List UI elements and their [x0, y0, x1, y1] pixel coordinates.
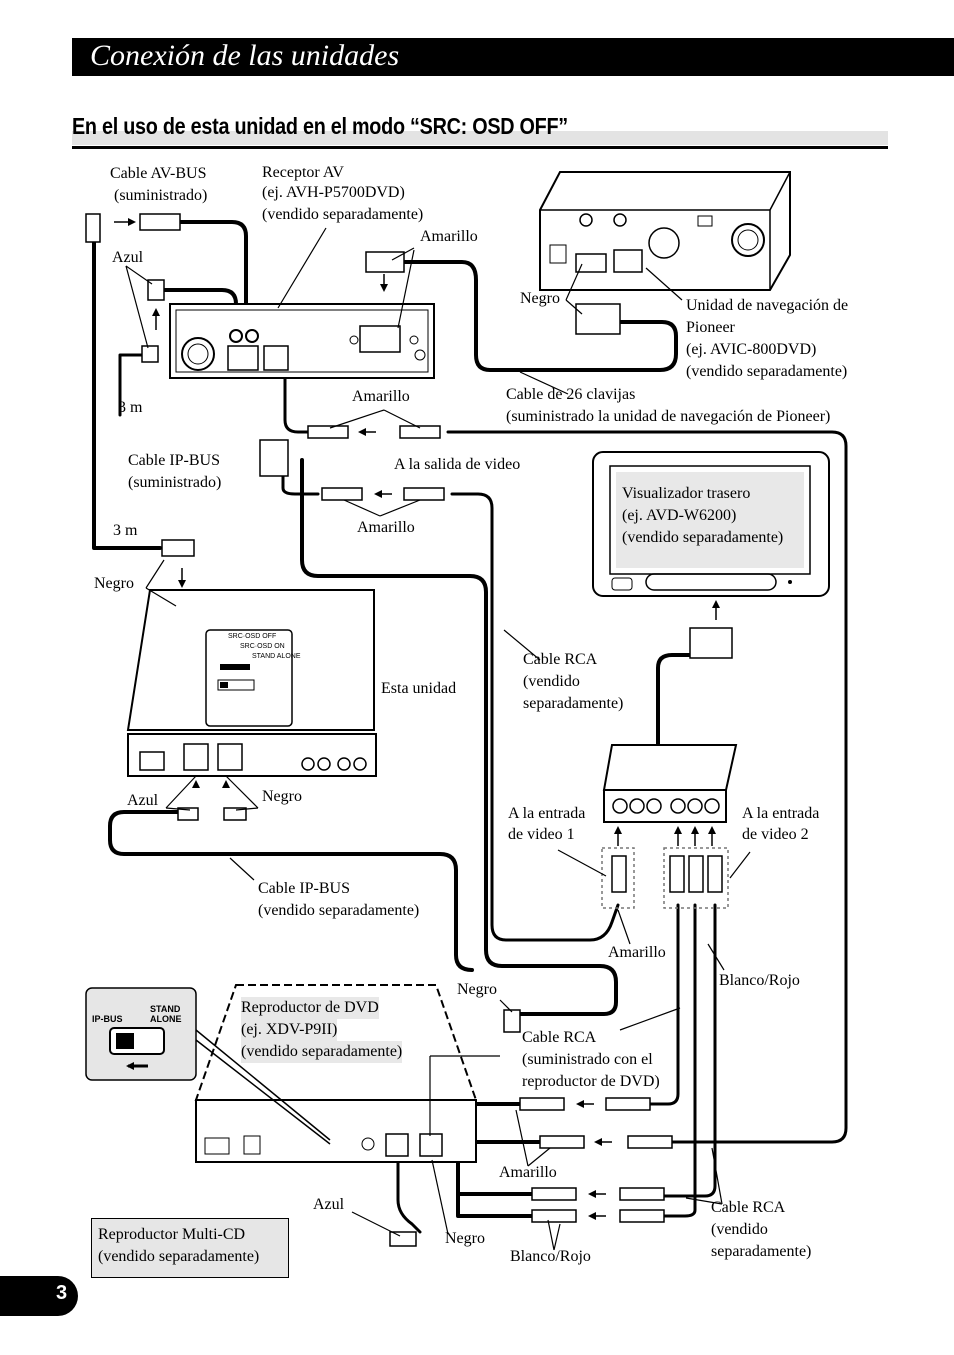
- label-amarillo-2: Amarillo: [352, 388, 410, 405]
- rca-cable-sep: [450, 492, 620, 942]
- cable-26-pin: [403, 260, 678, 372]
- esta-unidad-unit: [126, 589, 377, 777]
- label-nav-unit-2: Pioneer: [686, 319, 735, 336]
- video-selector-box: [602, 744, 738, 823]
- label-negro-1: Negro: [520, 290, 560, 307]
- label-dvd-1: Reproductor de DVD: [241, 997, 379, 1019]
- label-rca-dvd-1: Cable RCA: [522, 1029, 597, 1046]
- label-amarillo-3: Amarillo: [357, 519, 415, 536]
- label-unit-src-on: SRC·OSD ON: [240, 643, 285, 650]
- ipbus-cable-sold-separately: [108, 810, 474, 972]
- label-nav-unit-1: Unidad de navegación de: [686, 297, 849, 314]
- label-dvd-2: (ej. XDV-P9II): [241, 1019, 338, 1041]
- label-nav-unit-3: (ej. AVIC-800DVD): [686, 341, 817, 358]
- page-number-badge: 3: [0, 1276, 78, 1316]
- page-number: 3: [56, 1282, 68, 1304]
- label-negro-4: Negro: [457, 981, 497, 998]
- label-cable26-1: Cable de 26 clavijas: [506, 386, 636, 403]
- label-ipbus-sep-2: (vendido separadamente): [258, 902, 420, 919]
- header-bar: [72, 38, 954, 76]
- label-cable26-2: (suministrado la unidad de navegación de…: [506, 408, 831, 425]
- section-rule: [72, 146, 888, 149]
- label-receptor-av: Receptor AV: [262, 164, 344, 181]
- label-3m-2: 3 m: [113, 522, 138, 539]
- label-rca-sep-2: (vendido: [711, 1221, 768, 1238]
- label-azul-1: Azul: [112, 249, 144, 266]
- multi-cd-box: [91, 1218, 289, 1278]
- label-azul-3: Azul: [313, 1196, 345, 1213]
- label-rear-display-2: (ej. AVD-W6200): [622, 505, 737, 527]
- dvd-switch-callout: [85, 987, 331, 1145]
- label-entrada1-1: A la entrada: [508, 805, 586, 822]
- label-amarillo-4: Amarillo: [608, 944, 666, 961]
- label-negro-2: Negro: [94, 575, 134, 592]
- label-switch-stand: STAND: [150, 1004, 181, 1014]
- label-unit-src-off: SRC·OSD OFF: [228, 633, 277, 640]
- label-negro-5: Negro: [445, 1230, 485, 1247]
- label-rca-3: separadamente): [523, 695, 624, 712]
- label-rca-dvd-2: (suministrado con el: [522, 1051, 653, 1068]
- label-blanco-rojo-2: Blanco/Rojo: [510, 1248, 591, 1265]
- label-multicd-2: (vendido separadamente): [98, 1248, 260, 1265]
- section-title: En el uso de esta unidad en el modo “SRC…: [72, 113, 568, 139]
- label-entrada2-1: A la entrada: [742, 805, 820, 822]
- label-ipbus-supplied-2: (suministrado): [128, 474, 222, 491]
- label-rca-2: (vendido: [523, 673, 580, 690]
- label-cable-avbus: Cable AV-BUS: [110, 165, 207, 182]
- label-rca-sep-3: separadamente): [711, 1243, 812, 1260]
- avbus-cable: [178, 220, 248, 332]
- label-blanco-rojo-1: Blanco/Rojo: [719, 972, 800, 989]
- navigation-unit: [539, 171, 791, 291]
- ipbus-supplied-cable: [92, 236, 162, 550]
- label-rear-display-1: Visualizador trasero: [622, 483, 751, 505]
- label-receptor-av-sold: (vendido separadamente): [262, 206, 424, 223]
- label-switch-alone: ALONE: [150, 1014, 182, 1024]
- label-rca-1: Cable RCA: [523, 651, 598, 668]
- video-cable-amarillo: [446, 430, 848, 1144]
- label-dvd-3: (vendido separadamente): [241, 1041, 403, 1063]
- label-switch-ipbus: IP-BUS: [92, 1014, 123, 1024]
- label-ipbus-sep-1: Cable IP-BUS: [258, 880, 350, 897]
- label-receptor-av-model: (ej. AVH-P5700DVD): [262, 184, 405, 201]
- label-multicd-1: Reproductor Multi-CD: [98, 1226, 246, 1243]
- label-nav-unit-4: (vendido separadamente): [686, 363, 848, 380]
- label-esta-unidad: Esta unidad: [381, 680, 457, 697]
- label-rca-sep-1: Cable RCA: [711, 1199, 786, 1216]
- label-rca-dvd-3: reproductor de DVD): [522, 1073, 660, 1090]
- label-unit-stand: STAND ALONE: [252, 653, 301, 660]
- label-negro-3: Negro: [262, 788, 302, 805]
- label-cable-avbus-note: (suministrado): [114, 187, 208, 204]
- label-entrada1-2: de video 1: [508, 826, 575, 843]
- label-amarillo-5: Amarillo: [499, 1164, 557, 1181]
- label-3m-1: 3 m: [118, 399, 143, 416]
- receptor-av-unit: [169, 303, 435, 379]
- label-rear-display-3: (vendido separadamente): [622, 527, 784, 549]
- label-salida-video: A la salida de video: [394, 456, 521, 473]
- plugs: [85, 213, 733, 1247]
- label-entrada2-2: de video 2: [742, 826, 809, 843]
- label-amarillo-1: Amarillo: [420, 228, 478, 245]
- label-azul-2: Azul: [127, 792, 159, 809]
- page-header-title: Conexión de las unidades: [90, 39, 400, 72]
- label-ipbus-supplied-1: Cable IP-BUS: [128, 452, 220, 469]
